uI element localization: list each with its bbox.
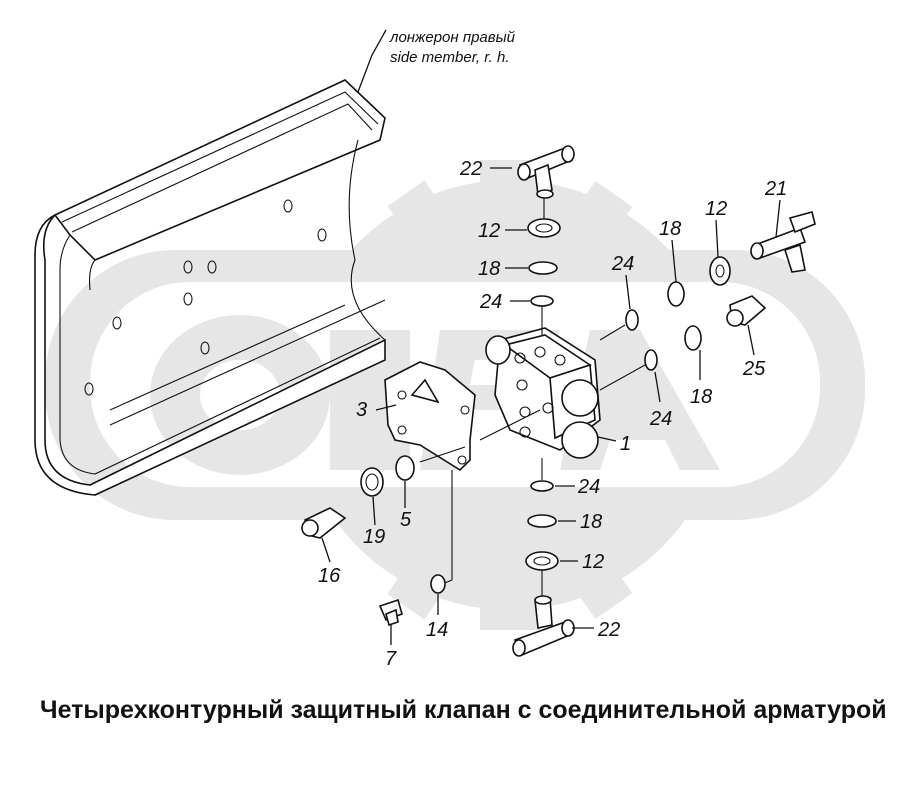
callout-24-right-a: 24 [611, 253, 634, 275]
washer-19 [360, 467, 384, 497]
callout-24-top: 24 [479, 291, 502, 313]
union-16 [301, 507, 347, 539]
protection-valve-1 [419, 327, 601, 463]
figure-caption: Четырехконтурный защитный клапан с соеди… [40, 696, 887, 724]
callout-19: 19 [363, 526, 385, 548]
callout-3: 3 [356, 399, 367, 421]
callout-14: 14 [426, 619, 448, 641]
callout-labels: 22 12 18 24 24 18 12 21 18 25 24 1 24 18… [318, 158, 787, 670]
callout-18-right-b: 18 [690, 386, 712, 408]
seal-ring-5 [395, 455, 415, 481]
union-25 [726, 295, 767, 327]
ring-24-right-b [644, 349, 658, 371]
washer-18-bottom [527, 514, 557, 528]
washer-18-right-a [667, 281, 685, 307]
nut-12-top [527, 218, 561, 238]
callout-18-top: 18 [478, 258, 500, 280]
callout-12-top: 12 [478, 220, 500, 242]
callout-7: 7 [385, 648, 397, 670]
ring-24-top [530, 295, 554, 307]
leader-lines [321, 167, 781, 645]
callout-24-right-b: 24 [649, 408, 672, 430]
nut-12-bottom [525, 551, 559, 571]
washer-14 [430, 574, 446, 594]
ring-24-bottom [530, 480, 554, 492]
callout-21: 21 [764, 178, 787, 200]
frame-note-line2: side member, r. h. [390, 49, 510, 66]
callout-1: 1 [620, 433, 631, 455]
callout-22-top: 22 [459, 158, 482, 180]
washer-18-top [528, 261, 558, 275]
nut-12-right [709, 256, 731, 286]
frame-note: лонжерон правый side member, r. h. [357, 29, 516, 93]
callout-16: 16 [318, 565, 341, 587]
tee-fitting-21 [750, 211, 816, 273]
tee-fitting-22-top [517, 145, 575, 220]
callout-24-bottom: 24 [577, 476, 600, 498]
callout-25: 25 [742, 358, 766, 380]
callout-22-bottom: 22 [597, 619, 620, 641]
exploded-parts-diagram: лонжерон правый side member, r. h. [34, 29, 865, 670]
frame-note-line1: лонжерон правый [389, 29, 516, 46]
callout-12-bottom: 12 [582, 551, 604, 573]
callout-12-right: 12 [705, 198, 727, 220]
callout-18-right-a: 18 [659, 218, 681, 240]
tee-fitting-22-bottom [512, 595, 575, 657]
side-member-frame [34, 79, 386, 496]
washer-18-right-b [684, 325, 702, 351]
callout-18-bottom: 18 [580, 511, 602, 533]
bracket-3 [384, 361, 476, 586]
callout-5: 5 [400, 509, 412, 531]
ring-24-right-a [625, 309, 639, 331]
bolt-7 [378, 598, 403, 627]
